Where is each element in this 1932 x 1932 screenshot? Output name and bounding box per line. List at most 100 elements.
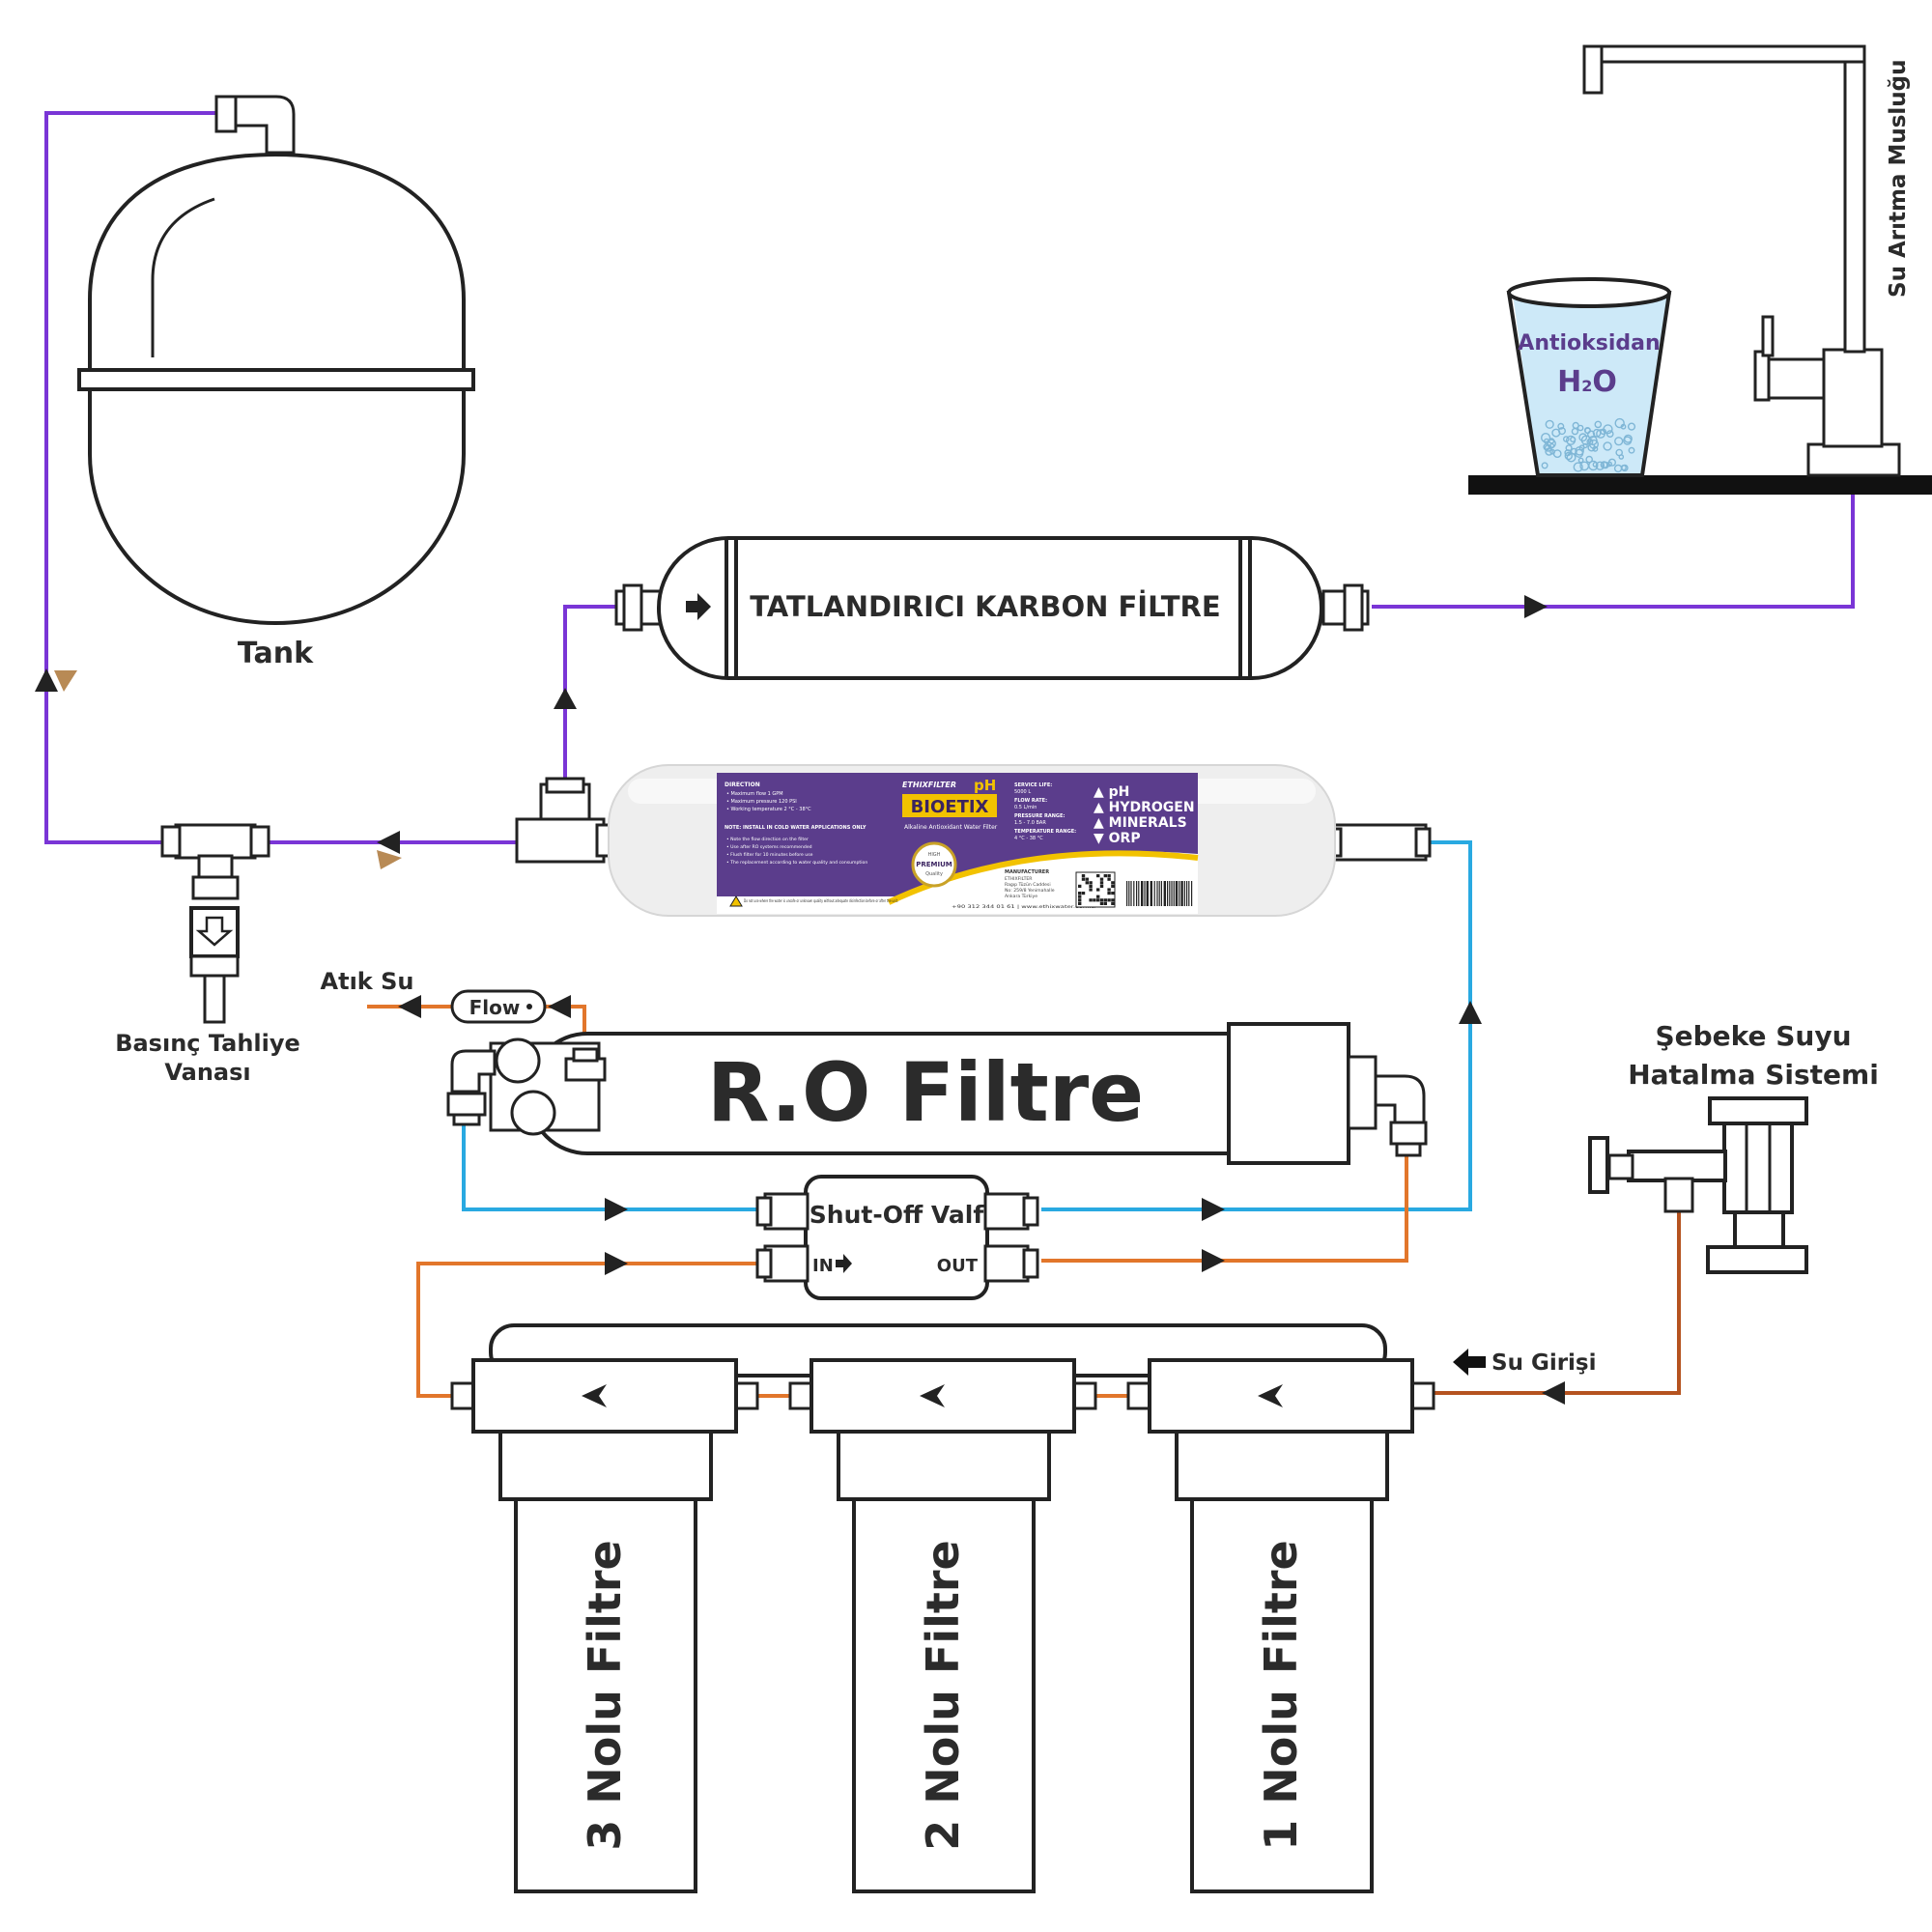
bioetix-manufacturer-line: No: 259/8 Yenimahalle [1005,888,1055,894]
pressure-relief-valve: Basınç Tahliye Vanası [115,823,300,1086]
qr-cell [1099,898,1104,902]
qr-cell [1103,901,1107,905]
arrow-up-carbon [554,688,577,709]
water-inlet: Su Girişi [1453,1349,1597,1376]
glass-o: O [1592,365,1617,399]
ro-outlet-elbow [1374,1074,1426,1126]
ro-outlet-fitting [1347,1055,1378,1130]
bioetix-barcode [1126,881,1193,906]
barcode-bar [1141,881,1144,906]
flow-dot-icon [526,1004,532,1009]
faucet-lever [1761,315,1775,357]
bioetix-warning-icon [729,895,743,907]
barcode-bar [1169,881,1171,906]
pressure-valve-label-line2: Vanası [164,1059,250,1086]
bioetix-note-title: NOTE: INSTALL IN COLD WATER APPLICATIONS… [724,825,867,831]
bubble [1545,419,1554,429]
tank-pipe [44,111,222,844]
ro-product-nut [446,1092,487,1117]
bioetix-manufacturer-line: Ragıp Tüzün Caddesi [1005,882,1051,888]
bioetix-manufacturer-line: ETHIXFILTER [1005,876,1033,882]
mains-bottom-block [1733,1210,1785,1249]
counter-top [1468,475,1932,495]
bubble [1541,462,1548,469]
qr-cell [1096,874,1100,878]
ro-filter: R.O Filtre [446,1022,1428,1165]
carbon-to-faucet-pipe [1372,488,1855,609]
bubble [1570,447,1577,455]
bubble [1551,428,1561,438]
mains-side-nut [1607,1153,1634,1180]
carbon-flow-arrow-icon [686,593,711,620]
filter2-flow-arrow-icon [920,1384,945,1407]
barcode-bar [1173,881,1175,906]
filter2-housing [852,1497,1036,1893]
bubble [1592,461,1599,468]
filter3-neck [498,1430,713,1501]
mains-inlet-pipe [1434,1210,1681,1395]
bioetix-spec-value: 0.5 L/min [1014,805,1037,810]
flow-label: Flow [469,996,521,1019]
arrow-tank-down [54,670,77,692]
ro-product-nut-2 [452,1113,481,1126]
bubble [1540,433,1551,443]
barcode-bar [1156,881,1158,906]
bubble [1564,451,1574,461]
glass-label-line1: Antioksidan [1518,331,1660,355]
ro-end-cap [1227,1022,1350,1165]
bioetix-direction-line: • Maximum flow 1 GPM [726,791,783,797]
filter1-flow-arrow-icon [1258,1384,1283,1407]
bioetix-label-swoosh [887,850,1199,905]
qr-cell [1078,892,1082,895]
qr-cell [1099,877,1104,881]
mains-outlet-stub [1663,1177,1694,1213]
bioetix-right-nut-2 [1414,827,1432,858]
barcode-bar [1175,881,1179,906]
bioetix-right-fitting [1331,823,1428,862]
bubble [1628,446,1635,454]
barcode-bar [1153,881,1155,906]
bubble [1586,430,1596,439]
faucet-label: Su Arıtma Musluğu [1886,59,1911,298]
carbon-right-nut [1343,583,1364,632]
filter-2: 2 Nolu Filtre [788,1358,1097,1893]
barcode-bar [1158,881,1160,906]
water-inlet-arrow-icon [1453,1349,1486,1376]
barcode-bar [1150,881,1152,906]
faucet: Su Arıtma Musluğu [1468,44,1932,495]
mains-bottom-plate [1706,1245,1808,1274]
qr-cell [1078,895,1082,898]
bubble [1573,462,1583,472]
shutoff-out-bottom-fitting [983,1244,1030,1283]
shutoff-to-ro-pipe [1041,1156,1408,1263]
glass-rim [1507,277,1671,308]
bioetix-spec-value: 5000 L [1014,789,1031,795]
qr-cell [1111,892,1115,895]
tank-top-nut [214,95,238,133]
barcode-bar [1146,881,1149,906]
qr-cell [1099,901,1104,905]
flow-restrictor-body [450,989,547,1024]
bubble [1627,422,1636,431]
filter2-label: 2 Nolu Filtre [917,1540,969,1850]
qr-cell [1107,874,1111,878]
bubble [1582,442,1588,449]
bioetix-label: ETHIXFILTER pH BIOETIX Alkaline Antioxid… [717,773,1199,914]
filter2-neck [837,1430,1051,1501]
bioetix-manufacturer-title: MANUFACTURER [1005,869,1049,875]
bioetix-premium-badge [911,841,957,888]
filter2-head [810,1358,1076,1434]
mains-column [1722,1122,1794,1214]
arrow-inlet [1542,1381,1565,1405]
bioetix-badge-line3: Quality [925,871,943,877]
bioetix-warning: Do not use where the water is unsafe or … [744,898,898,903]
qr-cell [1111,901,1115,905]
bioetix-badge-line2: PREMIUM [916,861,952,868]
qr-cell [1107,892,1111,895]
qr-cell [1089,898,1093,902]
faucet-neck [1843,44,1866,354]
bioetix-contact: +90 312 344 01 61 | www.ethixwater.com.t… [952,904,1096,910]
bioetix-name: BIOETIX [911,797,989,817]
